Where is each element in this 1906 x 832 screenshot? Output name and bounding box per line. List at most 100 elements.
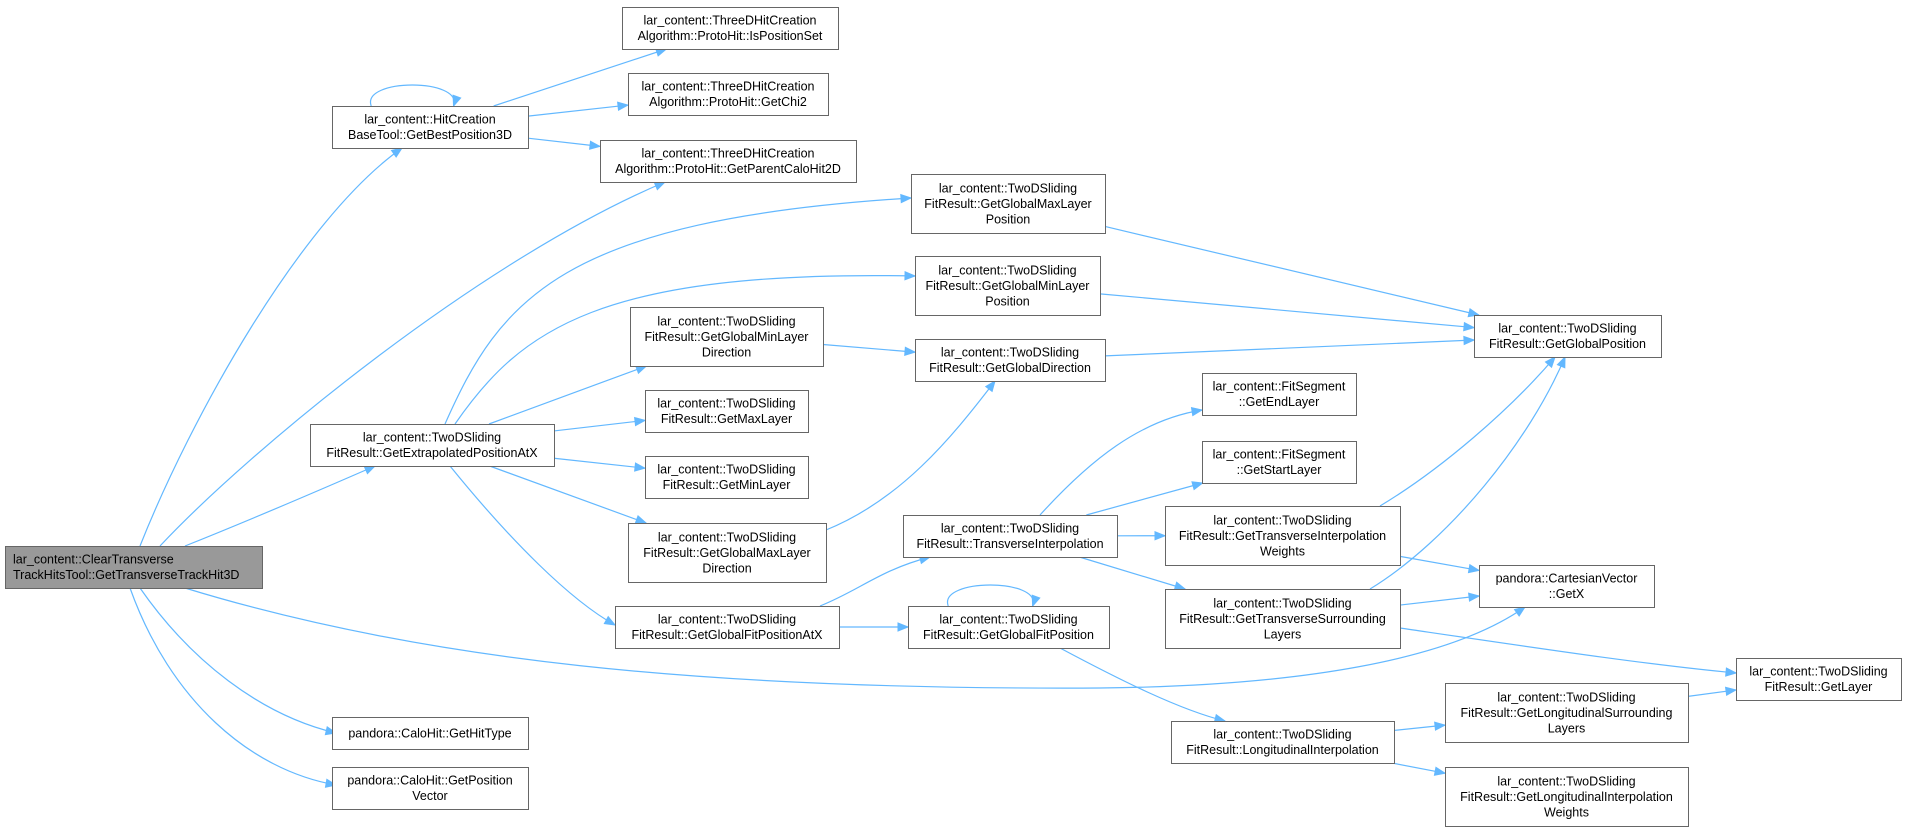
node-gminlayerpos[interactable]: lar_content::TwoDSlidingFitResult::GetGl… [915, 256, 1101, 316]
node-label-line: lar_content::ThreeDHitCreation [642, 147, 815, 161]
edge-extrap-to-maxlayer-arrowhead [634, 416, 647, 427]
node-box [310, 424, 555, 467]
node-hitcreation[interactable]: lar_content::HitCreationBaseTool::GetBes… [332, 106, 529, 149]
node-label-line: lar_content::FitSegment [1213, 380, 1346, 394]
edge-gfitposatx-to-transinterp [819, 556, 931, 607]
edge-hitcreation-to-getchi2 [527, 104, 629, 117]
node-box [915, 256, 1101, 316]
node-label-line: lar_content::TwoDSliding [1213, 596, 1351, 610]
node-label-line: lar_content::TwoDSliding [939, 181, 1077, 195]
edge-root-to-getx-arrowhead [1513, 606, 1527, 617]
node-gdir[interactable]: lar_content::TwoDSlidingFitResult::GetGl… [915, 339, 1106, 382]
edge-gmaxlayerdir-to-gdir [825, 380, 996, 531]
node-box [332, 767, 529, 810]
node-transweights[interactable]: lar_content::TwoDSlidingFitResult::GetTr… [1165, 506, 1401, 566]
node-label-line: Algorithm::ProtoHit::IsPositionSet [638, 29, 823, 43]
node-label-line: lar_content::ClearTransverse [13, 553, 174, 567]
edge-longinterp-to-longsurr-arrowhead [1434, 721, 1447, 731]
node-root[interactable]: lar_content::ClearTransverseTrackHitsToo… [5, 546, 263, 589]
node-label-line: lar_content::ThreeDHitCreation [642, 80, 815, 94]
node-label-line: ::GetEndLayer [1239, 395, 1320, 409]
node-label-line: FitResult::LongitudinalInterpolation [1186, 743, 1379, 757]
edge-transsurr-to-gpos [1369, 356, 1566, 590]
node-longinterp[interactable]: lar_content::TwoDSlidingFitResult::Longi… [1171, 721, 1395, 764]
node-box [628, 523, 827, 583]
node-label-line: FitResult::GetGlobalPosition [1489, 337, 1646, 351]
edge-root-to-hittype [139, 587, 337, 734]
node-extrap[interactable]: lar_content::TwoDSlidingFitResult::GetEx… [310, 424, 555, 467]
node-label-line: ::GetStartLayer [1237, 463, 1322, 477]
node-label-line: lar_content::TwoDSliding [1497, 690, 1635, 704]
node-getx[interactable]: pandora::CartesianVector::GetX [1479, 565, 1655, 608]
edge-root-to-getparent [159, 181, 666, 547]
node-box [915, 339, 1106, 382]
node-minlayer[interactable]: lar_content::TwoDSlidingFitResult::GetMi… [645, 456, 809, 499]
node-label-line: lar_content::TwoDSliding [938, 263, 1076, 277]
edge-gminlayerpos-to-gpos [1099, 293, 1475, 329]
edge-gmaxlayerdir-to-gdir-arrowhead [984, 379, 996, 393]
node-gfitposatx[interactable]: lar_content::TwoDSlidingFitResult::GetGl… [615, 606, 840, 649]
node-label-line: lar_content::TwoDSliding [939, 613, 1077, 627]
node-gfitpos[interactable]: lar_content::TwoDSlidingFitResult::GetGl… [908, 606, 1110, 649]
node-startlayer[interactable]: lar_content::FitSegment::GetStartLayer [1202, 441, 1357, 484]
node-label-line: lar_content::TwoDSliding [658, 613, 796, 627]
node-label-line: FitResult::GetExtrapolatedPositionAtX [326, 446, 538, 460]
node-getchi2[interactable]: lar_content::ThreeDHitCreationAlgorithm:… [628, 73, 829, 116]
edge-transsurr-to-getx-arrowhead [1468, 592, 1481, 602]
edge-extrap-to-gmaxlayerpos-arrowhead [900, 193, 913, 204]
node-label-line: FitResult::GetGlobalMaxLayer [924, 197, 1091, 211]
node-label-line: FitResult::GetLongitudinalInterpolation [1460, 790, 1673, 804]
edge-root-to-extrap [184, 465, 376, 547]
node-gmaxlayerpos[interactable]: lar_content::TwoDSlidingFitResult::GetGl… [911, 174, 1106, 234]
edge-longsurr-to-getlayer-arrowhead [1724, 686, 1738, 697]
edge-root-to-getparent-arrowhead [653, 181, 667, 191]
node-box [1445, 767, 1689, 827]
node-box [1479, 565, 1655, 608]
edge-transweights-to-getx-arrowhead [1467, 563, 1481, 574]
node-label-line: Position [985, 294, 1030, 308]
node-transinterp[interactable]: lar_content::TwoDSlidingFitResult::Trans… [903, 515, 1118, 558]
edge-extrap-to-minlayer [553, 457, 646, 469]
node-gpos[interactable]: lar_content::TwoDSlidingFitResult::GetGl… [1474, 315, 1662, 358]
edge-gminlayerdir-to-gdir [822, 343, 916, 353]
node-box [600, 140, 857, 183]
node-getlayer[interactable]: lar_content::TwoDSlidingFitResult::GetLa… [1736, 658, 1902, 701]
node-label-line: ::GetX [1549, 587, 1585, 601]
edge-hitcreation-to-isposset [493, 48, 667, 107]
node-label-line: Vector [412, 789, 447, 803]
edge-transsurr-to-gpos-arrowhead [1556, 355, 1566, 369]
node-longsurr[interactable]: lar_content::TwoDSlidingFitResult::GetLo… [1445, 683, 1689, 743]
edge-gmaxlayerpos-to-gpos [1104, 225, 1479, 316]
node-label-line: FitResult::GetTransverseSurrounding [1179, 612, 1386, 626]
node-maxlayer[interactable]: lar_content::TwoDSlidingFitResult::GetMa… [645, 390, 809, 433]
edge-transinterp-to-transweights-arrowhead [1154, 530, 1167, 541]
node-label-line: FitResult::GetLayer [1765, 680, 1873, 694]
node-transsurr[interactable]: lar_content::TwoDSlidingFitResult::GetTr… [1165, 589, 1401, 649]
node-box [1165, 506, 1401, 566]
node-gminlayerdir[interactable]: lar_content::TwoDSlidingFitResult::GetGl… [630, 307, 824, 367]
edge-gfitposatx-to-gfitpos-arrowhead [897, 622, 910, 632]
edge-transinterp-to-startlayer-arrowhead [1191, 481, 1204, 491]
node-label-line: lar_content::TwoDSliding [657, 314, 795, 328]
node-getparent[interactable]: lar_content::ThreeDHitCreationAlgorithm:… [600, 140, 857, 183]
node-label-line: lar_content::TwoDSliding [1497, 774, 1635, 788]
node-hittype[interactable]: pandora::CaloHit::GetHitType [332, 717, 529, 750]
node-endlayer[interactable]: lar_content::FitSegment::GetEndLayer [1202, 373, 1357, 416]
node-label-line: lar_content::TwoDSliding [1213, 513, 1351, 527]
node-label-line: Algorithm::ProtoHit::GetChi2 [649, 95, 807, 109]
node-box [908, 606, 1110, 649]
edge-root-to-posvector [129, 587, 337, 786]
node-box [622, 7, 839, 50]
node-gmaxlayerdir[interactable]: lar_content::TwoDSlidingFitResult::GetGl… [628, 523, 827, 583]
node-label-line: FitResult::GetLongitudinalSurrounding [1461, 706, 1673, 720]
edge-extrap-to-gminlayerdir [488, 365, 647, 425]
node-label-line: lar_content::TwoDSliding [1498, 322, 1636, 336]
edge-extrap-to-gmaxlayerdir-arrowhead [634, 514, 648, 524]
node-label-line: Weights [1260, 544, 1305, 558]
node-longweights[interactable]: lar_content::TwoDSlidingFitResult::GetLo… [1445, 767, 1689, 827]
node-label-line: lar_content::TwoDSliding [363, 431, 501, 445]
node-isposset[interactable]: lar_content::ThreeDHitCreationAlgorithm:… [622, 7, 839, 50]
edge-extrap-to-gfitposatx-arrowhead [603, 615, 617, 626]
